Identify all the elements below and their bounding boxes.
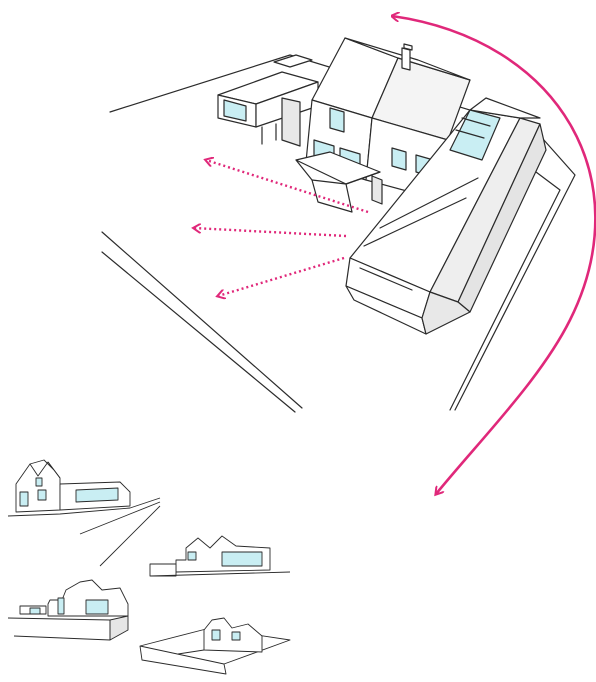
site-road-edge (102, 232, 302, 408)
thumbnail-view-2 (150, 536, 290, 576)
thumbnail-view-4 (140, 618, 290, 674)
site-road-edge-2 (102, 252, 295, 412)
thumbnail-view-1 (8, 460, 160, 566)
main-site-view (102, 38, 575, 412)
view-arrow-bottom (218, 258, 344, 296)
annex-block (218, 55, 318, 146)
thumbnail-view-3 (8, 580, 128, 640)
view-arrow-middle (194, 228, 346, 236)
